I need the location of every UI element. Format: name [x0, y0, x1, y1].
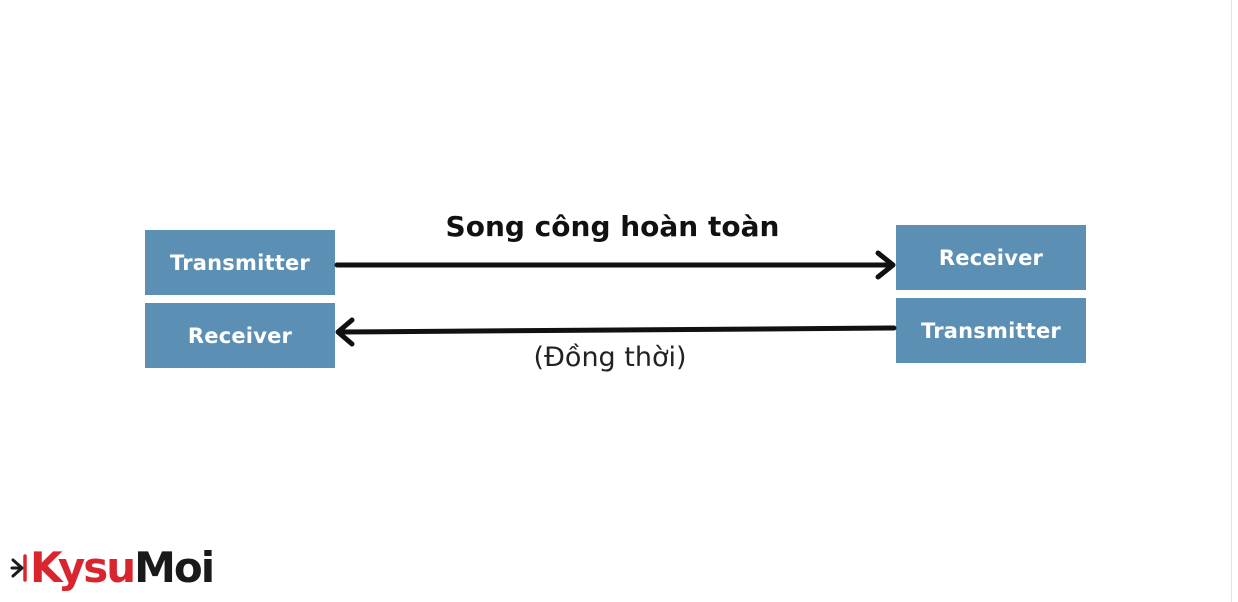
right-transmitter-label: Transmitter: [921, 318, 1061, 343]
left-transmitter-box: Transmitter: [145, 230, 335, 295]
logo-star-icon: [10, 554, 27, 582]
kysumoi-logo: Kysu Moi: [10, 540, 215, 596]
logo-text-moi: Moi: [134, 543, 215, 592]
backward-arrow: [335, 317, 897, 347]
left-receiver-box: Receiver: [145, 303, 335, 368]
left-receiver-label: Receiver: [187, 323, 293, 348]
forward-arrow: [334, 250, 896, 280]
logo-text-kysu: Kysu: [30, 543, 136, 592]
right-transmitter-box: Transmitter: [896, 298, 1086, 363]
right-edge-line: [1231, 0, 1232, 602]
right-receiver-box: Receiver: [896, 225, 1086, 290]
diagram-subtitle: (Đồng thời): [533, 342, 687, 373]
diagram-title: Song công hoàn toàn: [445, 210, 780, 243]
left-transmitter-label: Transmitter: [170, 250, 310, 275]
right-receiver-label: Receiver: [938, 245, 1044, 270]
